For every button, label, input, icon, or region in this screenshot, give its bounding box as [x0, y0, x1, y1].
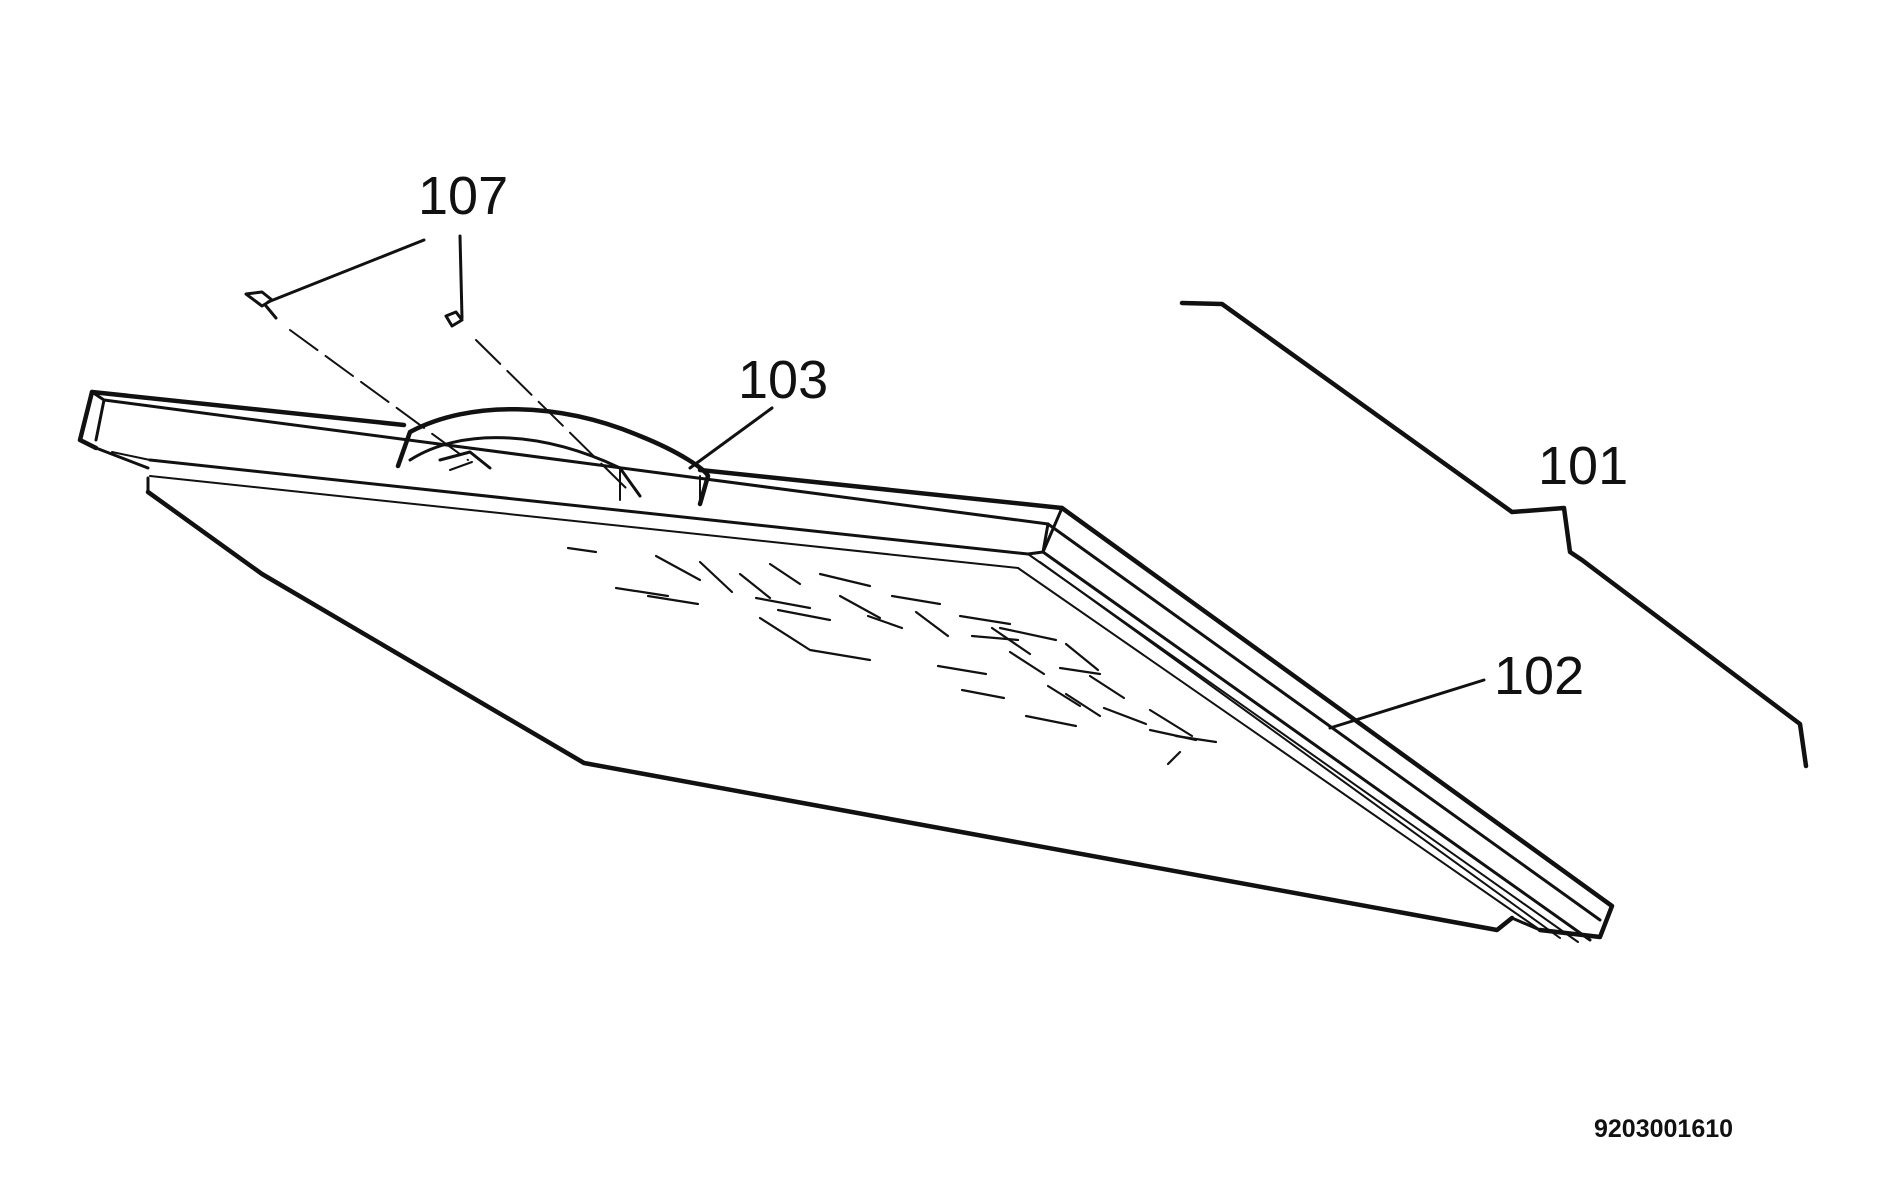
label-102: 102: [1494, 646, 1584, 706]
tray-top-rim: [89, 389, 1065, 569]
leader-107-right: [458, 234, 464, 320]
tray-bottom-panel: [145, 476, 1515, 933]
tray-side-rim: [1017, 505, 1615, 943]
leader-107-left: [266, 238, 426, 304]
leader-102: [1328, 678, 1486, 730]
part-code: 9203001610: [1594, 1115, 1733, 1143]
surface-hatching: [566, 546, 1218, 766]
label-101: 101: [1538, 436, 1628, 496]
leader-lines: [266, 234, 1486, 730]
bracket-101: [1179, 300, 1809, 769]
label-107: 107: [418, 166, 508, 226]
leader-103: [688, 406, 774, 470]
handle: [395, 407, 711, 507]
label-103: 103: [738, 350, 828, 410]
